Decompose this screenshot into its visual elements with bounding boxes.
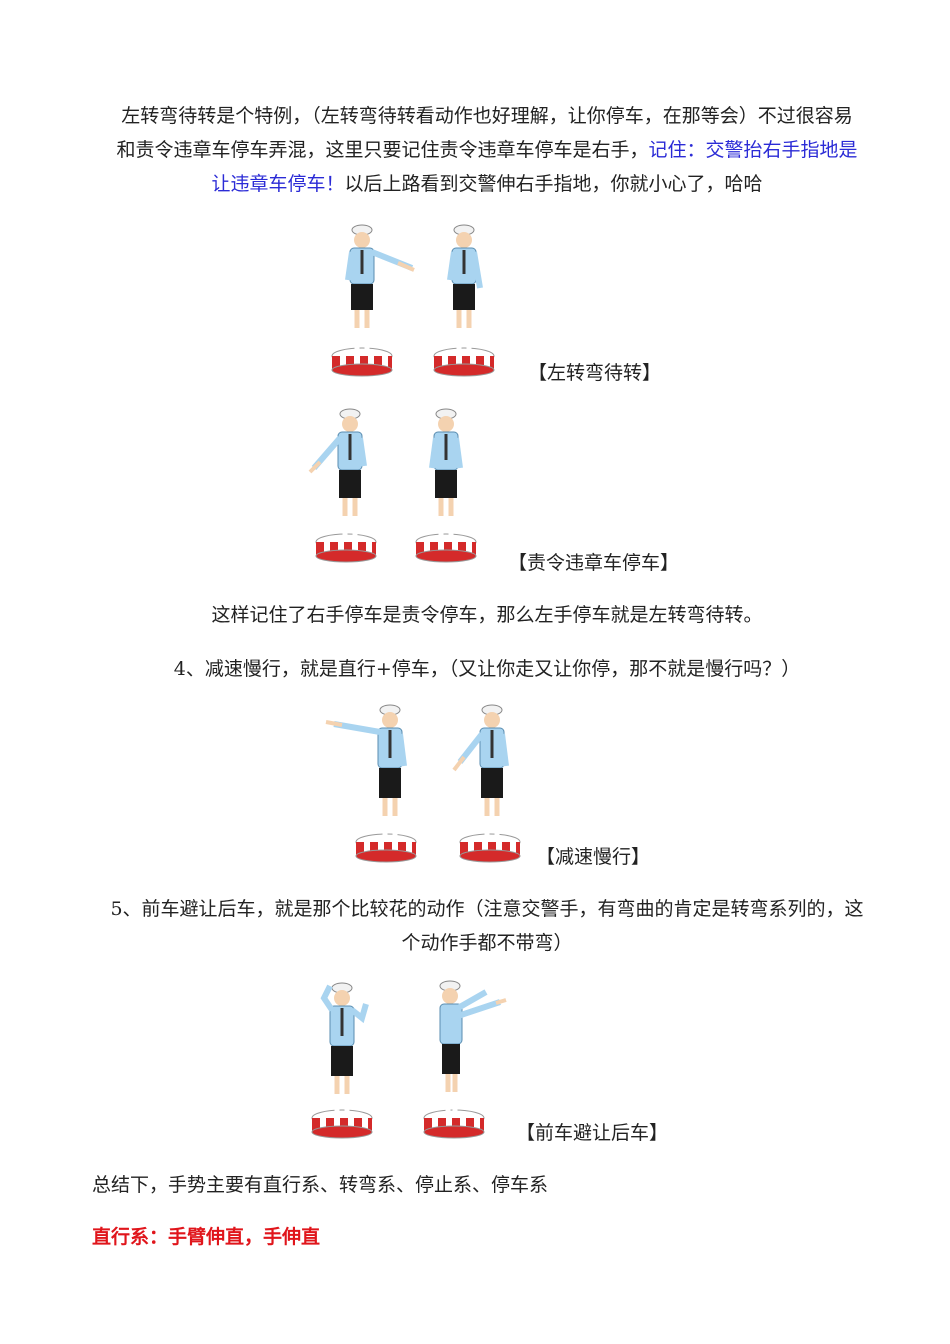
intro-line-3-text: 以后上路看到交警伸右手指地，你就小心了，哈哈 xyxy=(344,173,763,195)
memo-line: 这样记住了右手停车是责令停车，那么左手停车就是左转弯待转。 xyxy=(211,604,763,626)
figure-left-turn-wait xyxy=(322,218,512,378)
summary-line: 总结下，手势主要有直行系、转弯系、停止系、停车系 xyxy=(92,1174,549,1196)
officer-figure xyxy=(325,704,417,863)
officer-figure xyxy=(423,980,507,1139)
officer-pair-illustration xyxy=(325,704,521,863)
item-4-slow-down: 4、减速慢行，就是直行+停车，（又让你走又让你停，那不就是慢行吗？） xyxy=(173,658,801,680)
officer-pair-illustration xyxy=(308,408,477,563)
intro-line-2-text: 和责令违章车停车弄混，这里只要记住责令违章车停车是右手， xyxy=(116,139,649,161)
intro-line-2: 和责令违章车停车弄混，这里只要记住责令违章车停车是右手，记住：交警抬右手指地是 xyxy=(92,133,882,167)
figure-stop-violator xyxy=(296,404,496,564)
highlight-stop-violator: 让违章车停车！ xyxy=(211,173,345,195)
officer-figure xyxy=(452,704,521,863)
straight-series-heading: 直行系：手臂伸直，手伸直 xyxy=(92,1226,321,1248)
figure-yield xyxy=(300,974,520,1142)
officer-figure xyxy=(311,982,373,1139)
officer-pair-illustration xyxy=(331,224,495,377)
highlight-remember: 记住：交警抬右手指地是 xyxy=(648,139,858,161)
officer-figure xyxy=(331,224,415,377)
officer-figure xyxy=(308,408,377,563)
intro-paragraph: 左转弯待转是个特例，（左转弯待转看动作也好理解，让你停车，在那等会）不过很容易 … xyxy=(92,99,882,201)
item-5-line-2: 个动作手都不带弯） xyxy=(401,932,573,954)
officer-figure xyxy=(433,224,495,377)
caption-yield: 【前车避让后车】 xyxy=(516,1122,669,1144)
caption-left-turn-wait: 【左转弯待转】 xyxy=(528,362,662,384)
caption-slow-down: 【减速慢行】 xyxy=(536,846,651,868)
caption-stop-violator: 【责令违章车停车】 xyxy=(508,552,680,574)
officer-pair-illustration xyxy=(311,980,507,1139)
item-5-line-1: 5、前车避让后车，就是那个比较花的动作（注意交警手，有弯曲的肯定是转弯系列的，这 xyxy=(110,898,864,920)
intro-line-3: 让违章车停车！以后上路看到交警伸右手指地，你就小心了，哈哈 xyxy=(92,167,882,201)
item-5-yield: 5、前车避让后车，就是那个比较花的动作（注意交警手，有弯曲的肯定是转弯系列的，这… xyxy=(92,892,882,960)
intro-line-1: 左转弯待转是个特例，（左转弯待转看动作也好理解，让你停车，在那等会）不过很容易 xyxy=(121,105,853,127)
officer-figure xyxy=(415,408,477,563)
figure-slow-down xyxy=(320,698,530,866)
